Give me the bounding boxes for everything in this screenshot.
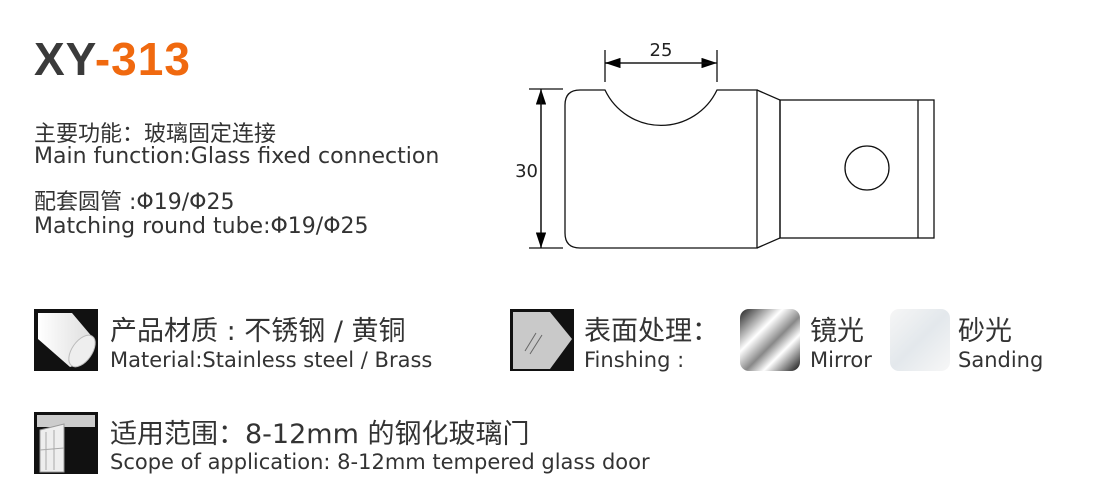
glass-door-icon — [34, 412, 98, 474]
material-rod-icon — [34, 309, 98, 371]
mirror-cn: 镜光 — [810, 316, 864, 347]
finishing-cn: 表面处理： — [584, 316, 719, 347]
finishing-en: Finshing : — [584, 348, 685, 372]
height-dimension: 30 — [515, 161, 538, 182]
tube-en: Matching round tube:Φ19/Φ25 — [34, 214, 369, 239]
product-title: XY-313 — [34, 32, 191, 86]
sanding-cn: 砂光 — [958, 316, 1012, 347]
model-number: -313 — [94, 33, 191, 85]
finishing-glass-icon — [510, 309, 574, 371]
tube-cn: 配套圆管 :Φ19/Φ25 — [34, 190, 235, 215]
sanding-swatch — [890, 309, 950, 371]
title-prefix: XY — [34, 33, 95, 85]
material-cn: 产品材质 : 不锈钢 / 黄铜 — [110, 316, 406, 347]
scope-cn: 适用范围：8-12mm 的钢化玻璃门 — [110, 419, 530, 450]
sanding-en: Sanding — [958, 348, 1044, 372]
width-dimension: 25 — [650, 40, 673, 61]
function-cn: 主要功能：玻璃固定连接 — [34, 122, 277, 147]
scope-en: Scope of application: 8-12mm tempered gl… — [110, 450, 650, 474]
function-en: Main function:Glass fixed connection — [34, 144, 440, 169]
technical-drawing: 25 30 — [515, 40, 935, 249]
material-en: Material:Stainless steel / Brass — [110, 348, 433, 372]
mirror-swatch — [740, 309, 800, 371]
mirror-en: Mirror — [810, 348, 872, 372]
